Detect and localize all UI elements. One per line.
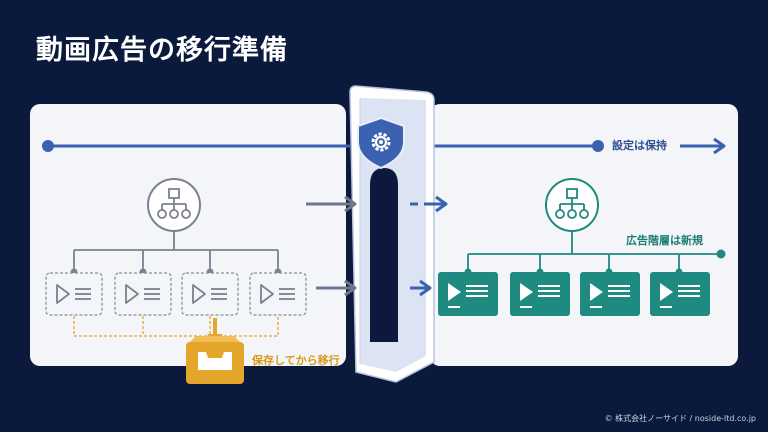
video-ad-icon (510, 272, 570, 316)
arrow-right-icon (316, 279, 357, 297)
archive-box-icon (186, 318, 244, 384)
save-connectors (73, 316, 279, 337)
video-ad-icon (249, 272, 307, 316)
hierarchy-new-label: 広告階層は新規 (626, 234, 703, 247)
page-title: 動画広告の移行準備 (36, 35, 288, 66)
copyright-footer: © 株式会社ノーサイド / noside-ltd.co.jp (604, 414, 756, 423)
arrow-right-icon (306, 195, 357, 213)
settings-retained-line (42, 137, 726, 155)
settings-kept-label: 設定は保持 (612, 139, 667, 152)
after-panel (430, 104, 738, 366)
video-ad-icon (580, 272, 640, 316)
video-ad-icon (438, 272, 498, 316)
arrow-right-icon (680, 137, 726, 155)
shield-gear-icon (357, 116, 405, 170)
video-ad-icon (650, 272, 710, 316)
arrow-right-icon (410, 195, 448, 213)
before-panel (30, 104, 346, 366)
save-then-migrate-label: 保存してから移行 (252, 354, 340, 367)
hierarchy-icon (147, 178, 201, 232)
video-ad-icon (45, 272, 103, 316)
old-hierarchy-connectors (73, 231, 279, 272)
hierarchy-icon (545, 178, 599, 232)
arrow-right-icon (410, 279, 432, 297)
video-ad-icon (181, 272, 239, 316)
video-ad-icon (114, 272, 172, 316)
